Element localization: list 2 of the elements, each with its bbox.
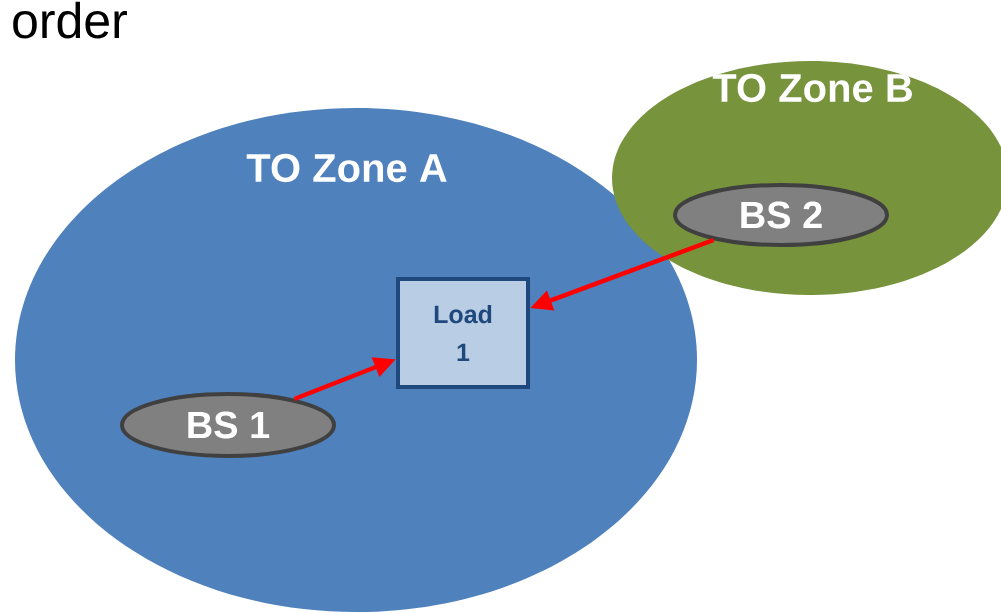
load-box: Load 1 — [396, 277, 530, 389]
heading-text: order — [13, 1, 127, 39]
